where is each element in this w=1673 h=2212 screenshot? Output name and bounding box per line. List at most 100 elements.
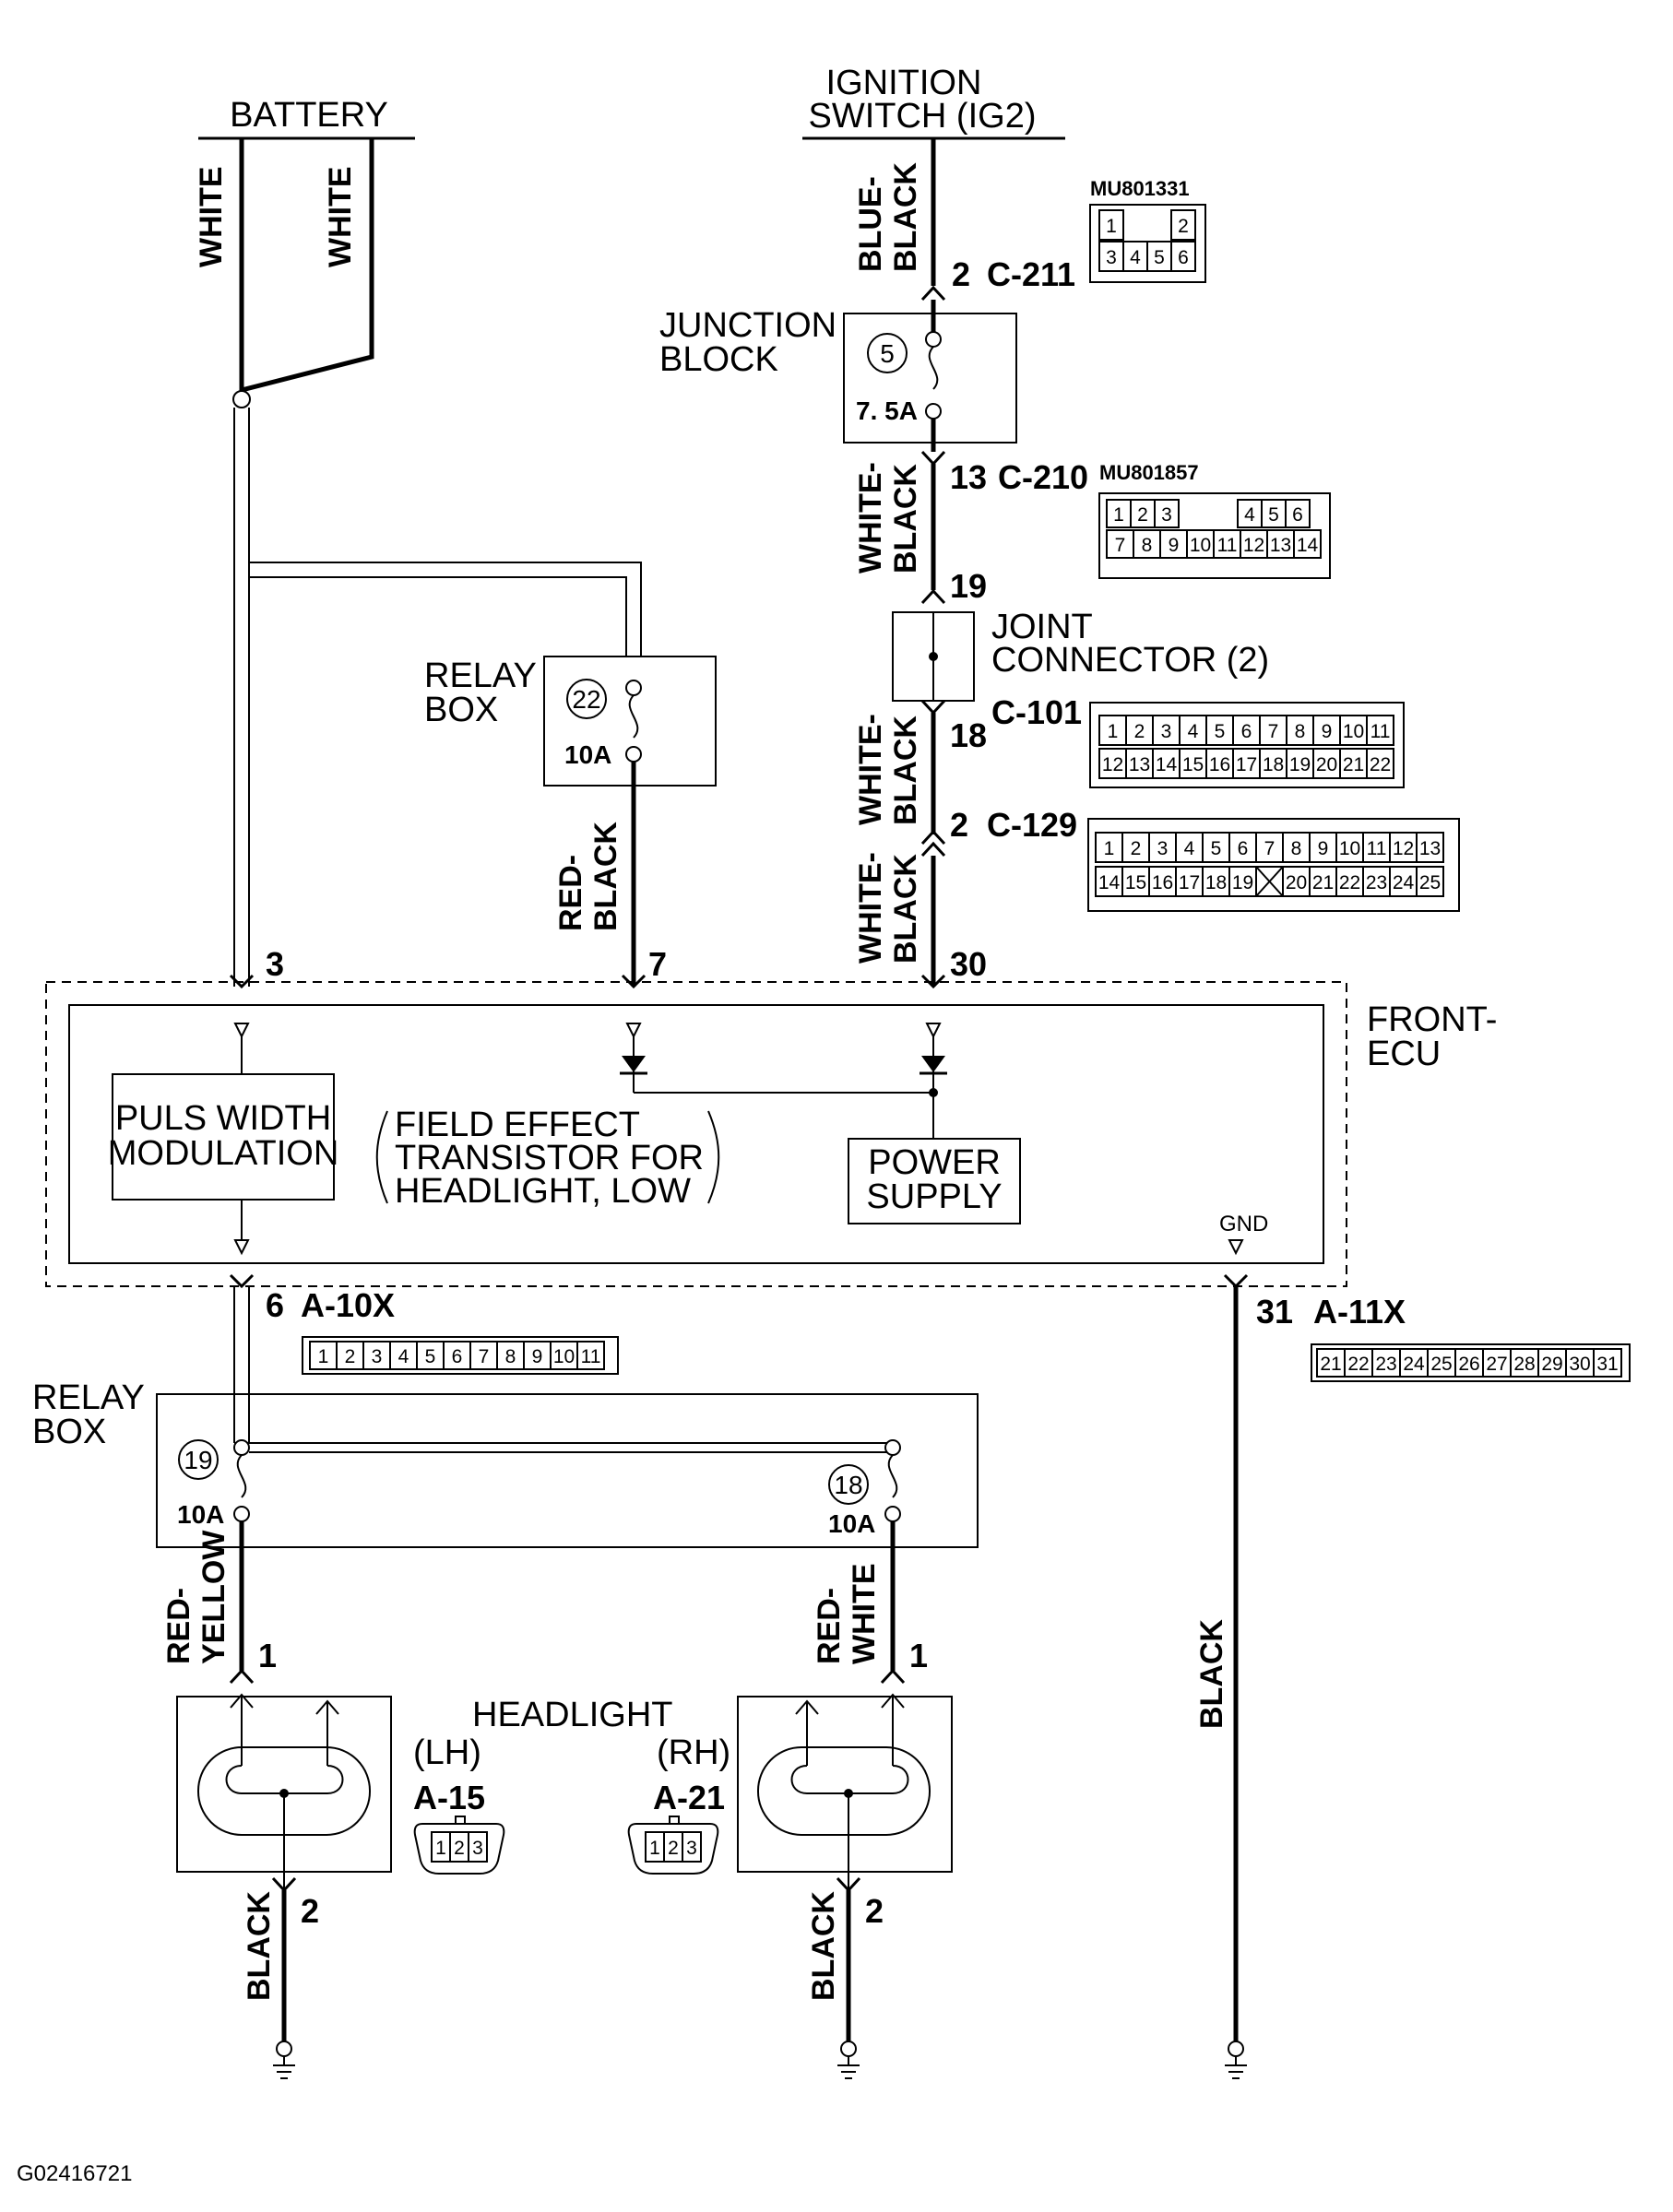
relay-box-bottom-label-2: BOX [32, 1413, 106, 1451]
ecu-pin6-number: 6 [266, 1286, 284, 1324]
c129-pin-label: 7 [1264, 838, 1276, 859]
c129-pin-label: 13 [1419, 838, 1441, 859]
a11x-pin-label: 25 [1430, 1354, 1452, 1375]
c101-pin-label: 19 [1289, 754, 1311, 775]
headlight-lh [176, 1693, 392, 1890]
c129-pin-label: 25 [1419, 872, 1441, 893]
a10x-connector-icon [302, 1336, 619, 1375]
c101-pin-label: 1 [1108, 721, 1119, 742]
wire-label-red-white-1: RED- [812, 1588, 847, 1664]
a10x-pin-label: 6 [452, 1346, 463, 1367]
a21-pin-label: 3 [686, 1838, 697, 1859]
battery-splice-terminal [232, 390, 251, 408]
c101-pin-label: 3 [1161, 721, 1172, 742]
pwm-label-2: MODULATION [108, 1134, 339, 1173]
c129-empty-pin-cell [1255, 866, 1284, 897]
c101-pin-label: 8 [1295, 721, 1306, 742]
c129-pin-label: 1 [1104, 838, 1115, 859]
battery-white-wires [239, 138, 374, 394]
wire-label-blue-black-2: BLACK [888, 162, 923, 272]
fuse-19-terminal-bottom [233, 1506, 250, 1522]
c210-pin-label: 6 [1292, 504, 1303, 526]
c211-connector-name: C-211 [987, 255, 1075, 293]
c101-pin-cell [1366, 715, 1394, 746]
c129-pin-label: 14 [1098, 872, 1121, 893]
a11x-pin-label: 24 [1403, 1354, 1425, 1375]
hl-lh-pin1-arrow [229, 1668, 255, 1685]
junction-block-label-1: JUNCTION [659, 306, 836, 345]
c210-pin-label: 10 [1190, 535, 1211, 556]
jc-in-arrow [920, 588, 946, 605]
junction-block-label-2: BLOCK [659, 340, 778, 379]
fuse-18-number-circle [828, 1464, 869, 1505]
a10x-pin-label: 1 [318, 1346, 329, 1367]
c210-pin-label: 12 [1243, 535, 1264, 556]
c210-pin-label: 11 [1217, 535, 1238, 556]
wire-label-white-black-3a: WHITE- [853, 852, 888, 964]
ecu-pin30-arrow [920, 974, 946, 989]
ecu-pin7-arrow [621, 974, 647, 989]
c129-empty-pin-x [1255, 866, 1284, 897]
pwm-block [112, 1073, 335, 1201]
wire-label-red-black-1: RED- [553, 855, 588, 931]
joint-connector-label-1: JOINT [991, 608, 1093, 646]
a21-pin-label: 2 [668, 1838, 679, 1859]
a11x-pin-label: 23 [1375, 1354, 1396, 1375]
ecu-pin31-number: 31 [1256, 1293, 1293, 1331]
c210-pin-cell [1154, 499, 1180, 528]
a15-pin-cell [468, 1831, 488, 1863]
wire-label-red-black-2: BLACK [588, 822, 623, 931]
fuse-5-rating: 7. 5A [856, 396, 918, 425]
battery-feed-branch-to-relay-box [249, 562, 642, 680]
c129-pin-label: 4 [1184, 838, 1195, 859]
ecu-pin7-number: 7 [648, 945, 667, 983]
fuse-18-terminal-bottom [884, 1506, 901, 1522]
fuse-19-element [236, 1454, 247, 1498]
a10x-pin-label: 9 [532, 1346, 543, 1367]
fuse-5-element [928, 346, 939, 390]
c101-pin-label: 5 [1215, 721, 1226, 742]
c211-pin-label: 1 [1106, 216, 1117, 237]
wire-label-white-right: WHITE [323, 166, 358, 267]
a11x-pin-label: 22 [1347, 1354, 1369, 1375]
a10x-pin-label: 8 [505, 1346, 516, 1367]
fuse-22-number-circle [566, 679, 607, 719]
c210-arrow [920, 450, 946, 467]
c210-pin-label: 14 [1297, 535, 1319, 556]
c129-pin-label: 12 [1393, 838, 1414, 859]
c101-pin-label: 9 [1322, 721, 1333, 742]
headlight-title: HEADLIGHT [472, 1696, 672, 1734]
c210-pin-label: 7 [1115, 535, 1126, 556]
a10x-pin-label: 4 [398, 1346, 409, 1367]
fuse-5-number: 5 [880, 339, 895, 368]
c101-pin-label: 17 [1236, 754, 1257, 775]
c211-arrow [920, 285, 946, 302]
joint-connector-node [929, 652, 938, 661]
wire-label-blue-black-1: BLUE- [853, 176, 888, 272]
ground-symbol-rh [837, 2040, 860, 2079]
c210-part-number: MU801857 [1099, 461, 1199, 484]
c101-pin-label: 18 [1263, 754, 1284, 775]
c129-pin-number: 2 [950, 806, 968, 844]
power-supply-label-2: SUPPLY [866, 1177, 1002, 1216]
c129-double-arrow [920, 829, 946, 858]
c129-pin-label: 23 [1366, 872, 1387, 893]
a11x-pin-label: 26 [1458, 1354, 1479, 1375]
wire-label-black-ecu: BLACK [1194, 1619, 1229, 1729]
fuse-22-number: 22 [572, 685, 600, 714]
c210-pin-label: 4 [1244, 504, 1255, 526]
jc-out-pin-number: 18 [950, 716, 987, 754]
ecu-output-triangle-pwm [233, 1239, 250, 1256]
relay-box-bus-wires [234, 1442, 893, 1453]
a11x-pin-label: 31 [1596, 1354, 1618, 1375]
hl-rh-pin1-arrow [880, 1668, 906, 1685]
c211-pin-cell [1170, 209, 1196, 241]
relay-box-top-label-1: RELAY [424, 657, 537, 695]
hl-lh-pin1-number: 1 [258, 1637, 277, 1674]
fuse-18-number: 18 [834, 1471, 862, 1499]
jc-in-pin-number: 19 [950, 567, 987, 605]
fet-label-1: FIELD EFFECT [395, 1106, 640, 1144]
fuse-19-number-circle [178, 1439, 219, 1480]
